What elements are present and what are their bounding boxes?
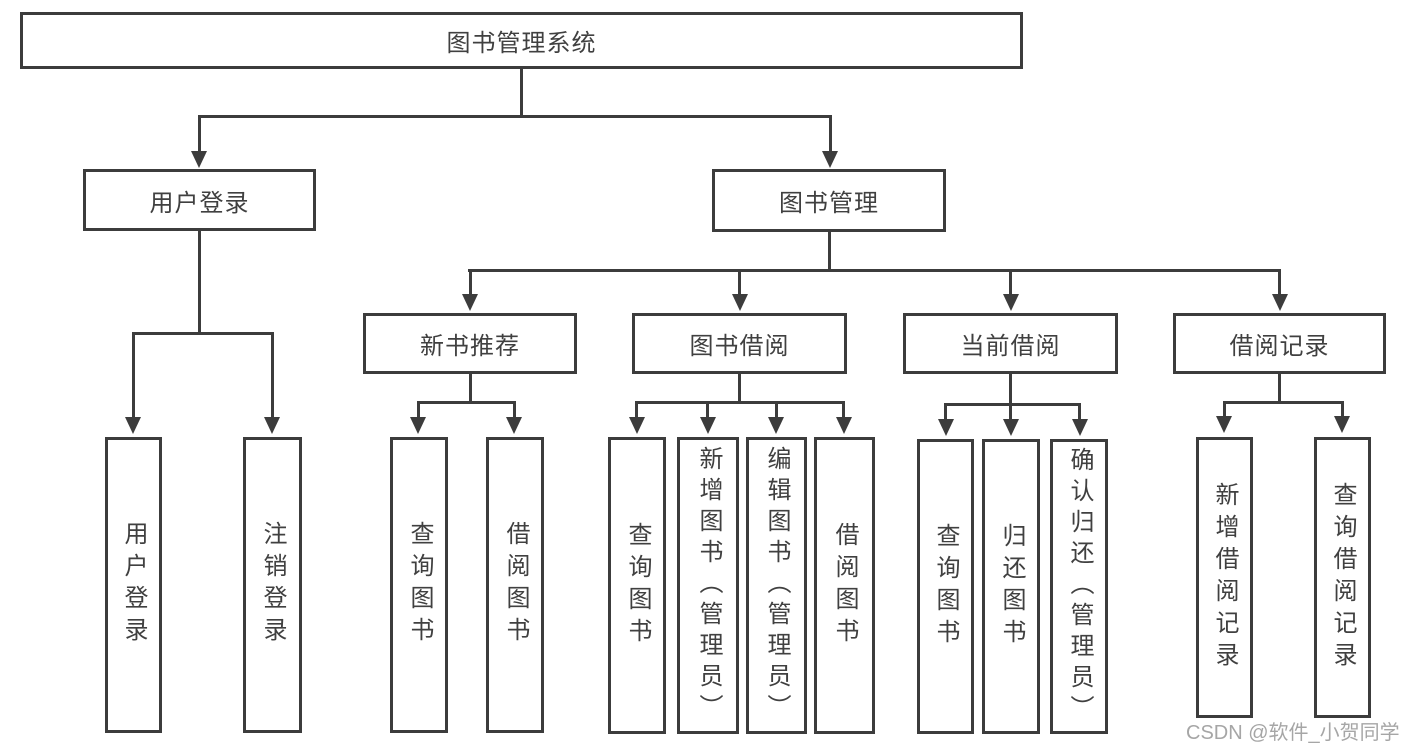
arrowhead-down-icon (836, 417, 852, 434)
connector-line (1078, 403, 1081, 421)
connector-line (1341, 401, 1344, 418)
arrowhead-down-icon (938, 419, 954, 436)
connector-line (417, 401, 420, 419)
node-leaf-query-books-3: 查询图书 (917, 439, 974, 734)
connector-line (775, 401, 778, 419)
csdn-watermark: CSDN @软件_小贺同学 (1186, 722, 1400, 744)
connector-line (635, 401, 638, 419)
node-leaf-query-books-2: 查询图书 (608, 437, 666, 734)
node-book-borrowing: 图书借阅 (632, 313, 847, 374)
connector-line (1009, 269, 1012, 297)
node-current-borrowing: 当前借阅 (903, 313, 1118, 374)
connector-line (944, 403, 1081, 406)
connector-line (1223, 401, 1226, 418)
connector-line (198, 115, 832, 118)
node-leaf-borrow-books-1: 借阅图书 (486, 437, 544, 733)
connector-line (468, 269, 1281, 272)
connector-line (520, 69, 523, 117)
arrowhead-down-icon (822, 151, 838, 168)
node-new-book-recommend: 新书推荐 (363, 313, 577, 374)
arrowhead-down-icon (1334, 416, 1350, 433)
connector-line (271, 332, 274, 418)
connector-line (1009, 403, 1012, 421)
connector-line (738, 269, 741, 297)
connector-line (417, 401, 516, 404)
node-leaf-query-borrow-record: 查询借阅记录 (1314, 437, 1371, 718)
arrowhead-down-icon (191, 151, 207, 168)
arrowhead-down-icon (768, 417, 784, 434)
node-leaf-logout: 注销登录 (243, 437, 302, 733)
connector-line (1009, 374, 1012, 406)
node-book-management-group: 图书管理 (712, 169, 946, 232)
arrowhead-down-icon (410, 417, 426, 434)
connector-line (469, 269, 472, 297)
node-root-library-system: 图书管理系统 (20, 12, 1023, 69)
arrowhead-down-icon (629, 417, 645, 434)
connector-line (198, 115, 201, 153)
arrowhead-down-icon (125, 417, 141, 434)
arrowhead-down-icon (506, 417, 522, 434)
connector-line (706, 401, 709, 419)
node-borrow-records: 借阅记录 (1173, 313, 1386, 374)
node-leaf-confirm-return-admin: 确认归还（管理员） (1050, 439, 1108, 734)
node-user-login-group: 用户登录 (83, 169, 316, 231)
connector-line (132, 332, 274, 335)
node-leaf-add-borrow-record: 新增借阅记录 (1196, 437, 1253, 718)
connector-line (469, 374, 472, 404)
connector-line (828, 232, 831, 272)
node-leaf-user-login: 用户登录 (105, 437, 162, 733)
arrowhead-down-icon (1272, 294, 1288, 311)
connector-line (944, 403, 947, 421)
arrowhead-down-icon (700, 417, 716, 434)
connector-line (1223, 401, 1344, 404)
node-leaf-add-book-admin: 新增图书（管理员） (677, 437, 739, 734)
connector-line (513, 401, 516, 419)
connector-line (842, 401, 845, 419)
connector-line (132, 332, 135, 418)
arrowhead-down-icon (732, 294, 748, 311)
connector-line (738, 374, 741, 404)
connector-line (635, 401, 845, 404)
node-leaf-borrow-books-2: 借阅图书 (814, 437, 875, 734)
node-leaf-query-books-1: 查询图书 (390, 437, 448, 733)
arrowhead-down-icon (1003, 419, 1019, 436)
arrowhead-down-icon (1216, 416, 1232, 433)
connector-line (829, 115, 832, 153)
connector-line (1278, 374, 1281, 404)
arrowhead-down-icon (1072, 419, 1088, 436)
arrowhead-down-icon (1003, 294, 1019, 311)
arrowhead-down-icon (462, 294, 478, 311)
connector-line (1278, 269, 1281, 297)
arrowhead-down-icon (264, 417, 280, 434)
connector-line (198, 231, 201, 335)
node-leaf-edit-book-admin: 编辑图书（管理员） (746, 437, 807, 734)
node-leaf-return-books: 归还图书 (982, 439, 1040, 734)
